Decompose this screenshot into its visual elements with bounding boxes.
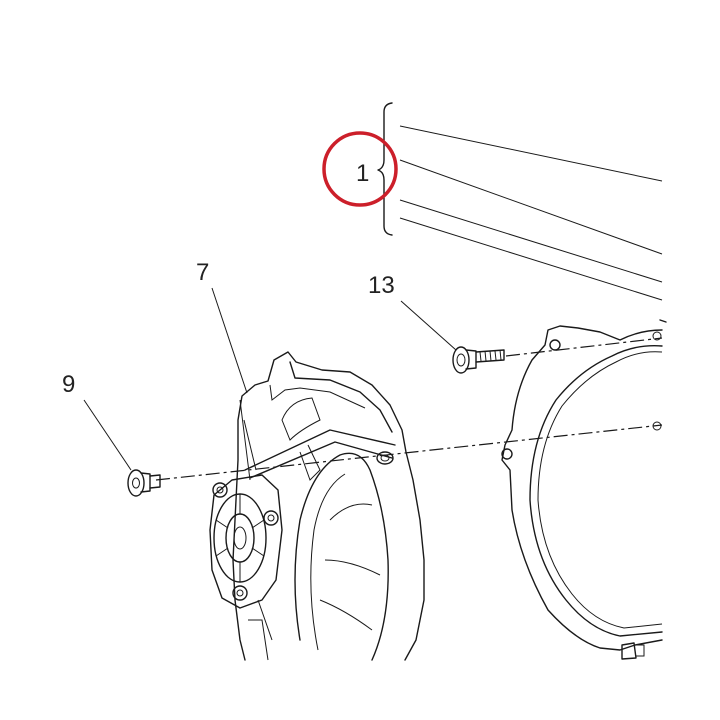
gasket-cover — [501, 319, 667, 660]
bracket-leader-lines — [399, 125, 663, 301]
callout-label-13: 13 — [368, 272, 395, 299]
leader-line-7 — [211, 287, 248, 394]
group-bracket — [377, 102, 393, 236]
screw-13 — [452, 346, 505, 374]
assembly-axis-lines — [155, 337, 663, 481]
leader-line-13 — [400, 300, 457, 351]
callout-label-7: 7 — [196, 259, 209, 286]
callout-label-1: 1 — [356, 160, 369, 187]
callout-label-9: 9 — [62, 371, 75, 398]
leader-line-9 — [83, 399, 132, 471]
highlight-circle — [322, 131, 398, 207]
fan-assembly — [209, 351, 425, 661]
screw-9 — [127, 469, 161, 497]
